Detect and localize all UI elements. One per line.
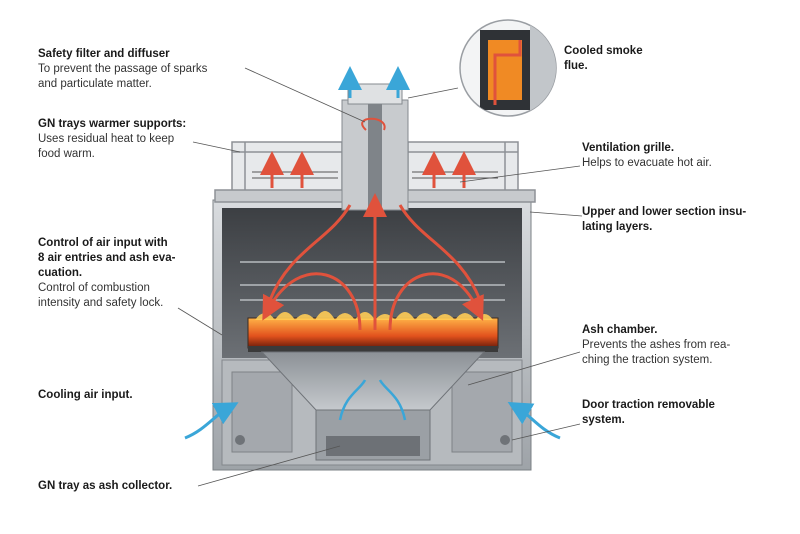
label-air-control: Control of air input with 8 air entries … bbox=[38, 237, 176, 309]
label-cooled-flue: Cooled smoke flue. bbox=[564, 45, 643, 72]
ash-chamber bbox=[260, 351, 486, 461]
label-gn-ash-collector: GN tray as ash collector. bbox=[38, 480, 173, 492]
label-gn-supports: GN trays warmer supports: Uses residual … bbox=[38, 118, 187, 160]
label-ventilation: Ventilation grille. Helps to evacuate ho… bbox=[582, 142, 712, 169]
cooling-air-flow bbox=[184, 66, 561, 440]
label-cooling-air: Cooling air input. bbox=[38, 389, 133, 401]
cooled-flue-inset bbox=[459, 19, 557, 117]
smoke-flue bbox=[341, 83, 409, 211]
hot-air-flow bbox=[260, 117, 484, 331]
fire-grate bbox=[247, 311, 499, 352]
label-door-traction: Door traction removable system. bbox=[582, 399, 715, 426]
label-insulating: Upper and lower section insu- lating lay… bbox=[582, 206, 747, 233]
leader-lines bbox=[177, 67, 583, 487]
label-safety-filter: Safety filter and diffuser To prevent th… bbox=[38, 48, 208, 90]
label-ash-chamber: Ash chamber. Prevents the ashes from rea… bbox=[582, 324, 731, 366]
